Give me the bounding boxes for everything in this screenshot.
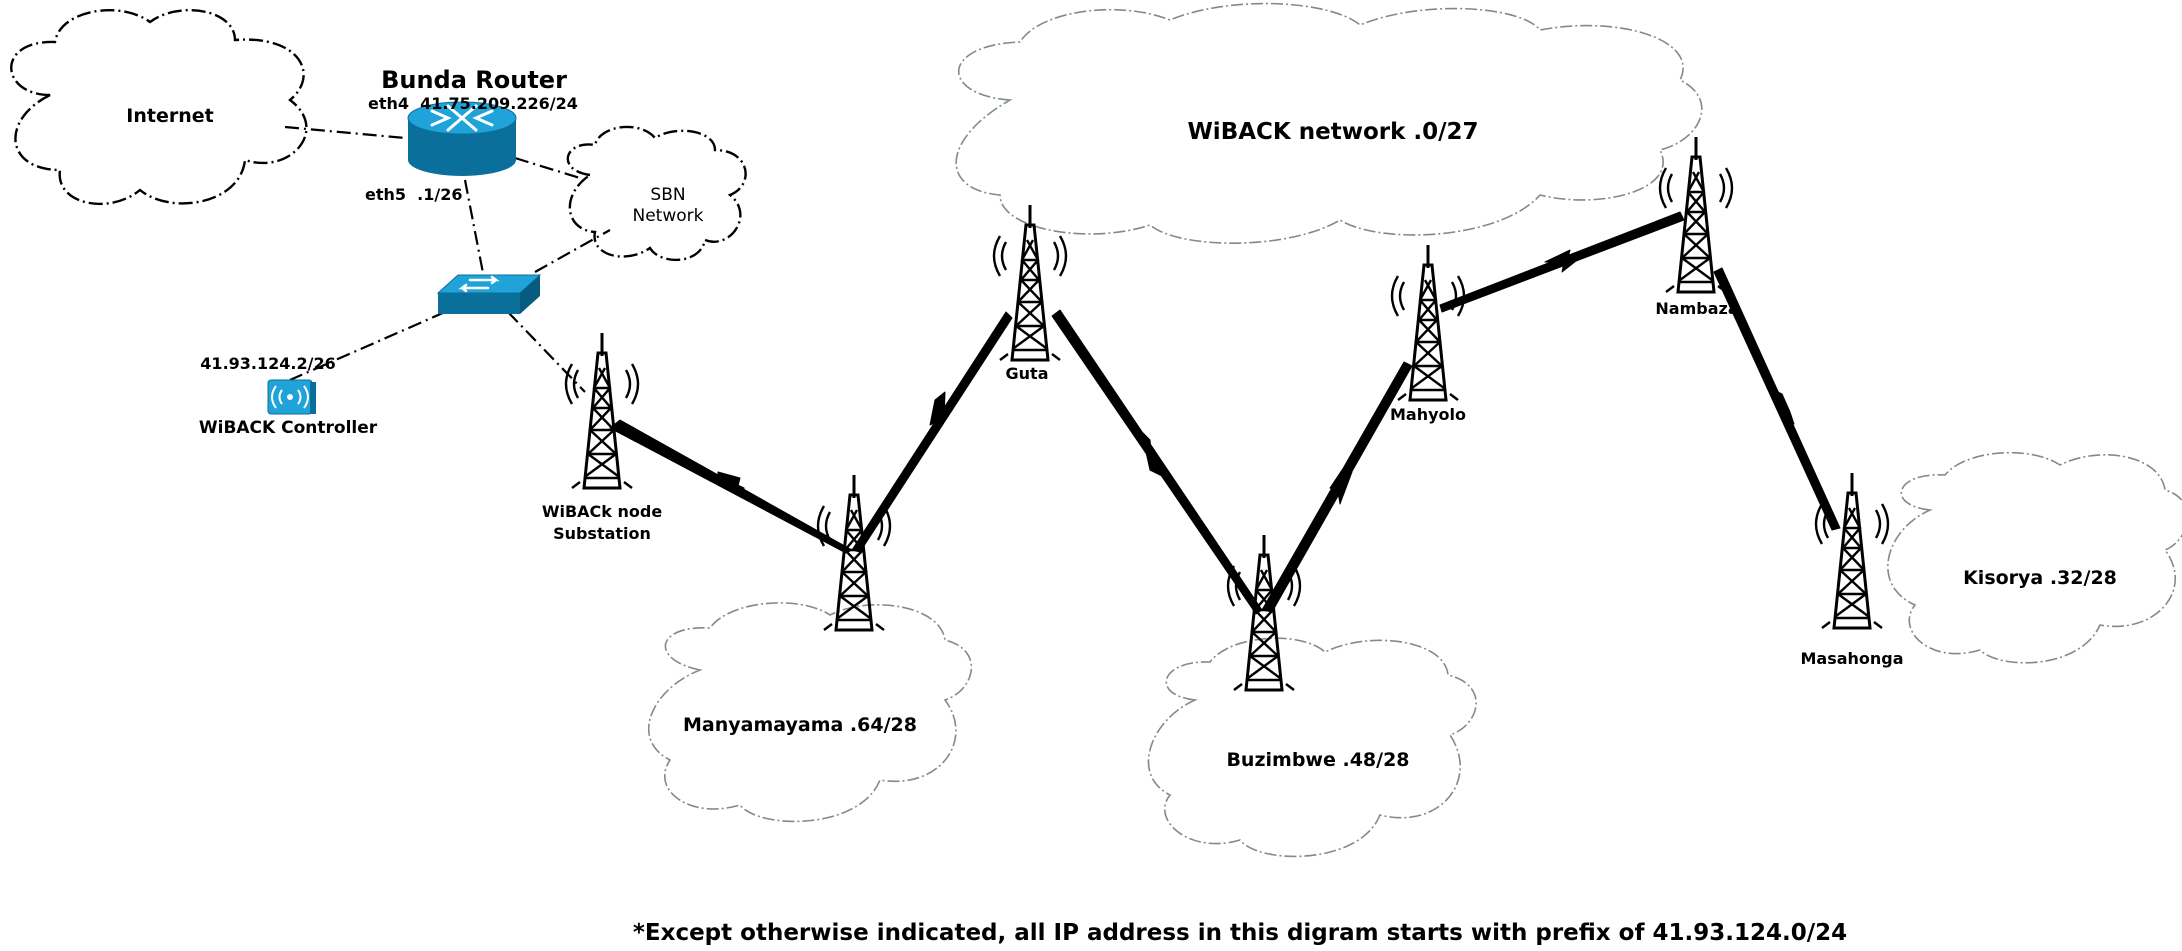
sbn-label-line1: SBN (650, 185, 685, 205)
footnote: *Except otherwise indicated, all IP addr… (633, 920, 1847, 946)
tower-substation (564, 331, 640, 490)
wireless-links (609, 211, 1841, 615)
link-buzimbwe-mahyolo (1261, 361, 1413, 613)
tower-substation-label-line1: WiBACk node (542, 502, 663, 521)
sbn-label-line2: Network (633, 206, 704, 226)
router-title: Bunda Router (381, 66, 567, 94)
internet-cloud (10, 9, 308, 205)
sbn-network-cloud (566, 125, 747, 261)
controller-label: WiBACK Controller (199, 418, 378, 438)
kisorya-cloud (1887, 451, 2182, 664)
wiback-network-label: WiBACK network .0/27 (1187, 119, 1478, 145)
buzimbwe-label: Buzimbwe .48/28 (1226, 749, 1409, 771)
link-guta-buzimbwe (1051, 309, 1263, 615)
router-eth5-label: eth5 .1/26 (365, 185, 462, 204)
link-manyamayama-guta (851, 311, 1013, 553)
tower-guta-label: Guta (1006, 364, 1049, 383)
tower-mahyolo-label: Mahyolo (1390, 405, 1466, 424)
controller-ip-label: 41.93.124.2/26 (200, 354, 335, 373)
switch-icon[interactable] (436, 274, 542, 314)
tower-masahonga-label: Masahonga (1800, 649, 1903, 668)
tower-masahonga (1814, 471, 1890, 630)
buzimbwe-cloud (1147, 637, 1477, 858)
wired-links (284, 125, 611, 393)
wireless-access-point-icon[interactable] (267, 379, 316, 415)
manyamayama-label: Manyamayama .64/28 (683, 714, 917, 736)
tower-substation-label-line2: Substation (553, 524, 651, 543)
internet-label: Internet (126, 105, 213, 127)
router-eth4-label: eth4 41.75.209.226/24 (368, 94, 578, 113)
manyamayama-cloud (647, 602, 973, 823)
link-nambaza-masahonga (1713, 267, 1841, 531)
kisorya-label: Kisorya .32/28 (1963, 567, 2117, 589)
router-icon[interactable] (407, 101, 517, 176)
wiback-network-cloud (955, 2, 1703, 244)
tower-nambaza-label: Nambaza (1655, 299, 1738, 318)
